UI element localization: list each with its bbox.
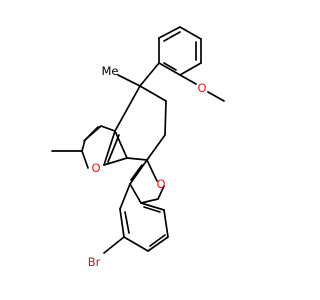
bond xyxy=(146,159,158,182)
bond xyxy=(103,157,128,166)
bond xyxy=(83,126,99,142)
bond xyxy=(114,130,128,159)
quaternary-methyl-label: Me xyxy=(102,64,119,78)
bond xyxy=(158,26,181,39)
bond xyxy=(149,234,166,247)
quaternary-methyl-group: Me xyxy=(102,64,141,87)
bond xyxy=(157,185,165,200)
benzofuran-oxygen-label: O xyxy=(156,177,165,191)
bond xyxy=(179,74,197,85)
bond xyxy=(139,85,167,102)
bond xyxy=(143,206,161,213)
bond xyxy=(103,236,125,254)
bond xyxy=(163,209,169,238)
bond xyxy=(163,62,177,71)
bond xyxy=(103,130,116,166)
bond xyxy=(114,85,141,132)
bond xyxy=(158,62,181,76)
bond xyxy=(179,62,202,76)
benzofuran-ring xyxy=(129,159,165,204)
bond xyxy=(163,31,181,42)
bond xyxy=(81,150,89,169)
bond xyxy=(164,100,167,136)
bond xyxy=(146,134,166,161)
bond xyxy=(179,26,202,40)
bond xyxy=(119,208,125,238)
bond xyxy=(207,91,225,102)
methylfuran-ring xyxy=(81,125,128,169)
bond xyxy=(147,236,169,252)
bromine-substituent: Br xyxy=(88,236,125,269)
bond xyxy=(129,159,148,185)
bond xyxy=(124,211,130,234)
furan-oxygen-label: O xyxy=(91,161,100,175)
methoxy-oxygen-label: O xyxy=(197,81,206,95)
methoxyphenyl-ring xyxy=(158,26,202,76)
bromobenzene-ring xyxy=(119,183,169,252)
bond xyxy=(126,157,148,161)
bond xyxy=(119,183,131,210)
bond xyxy=(107,134,120,163)
bond xyxy=(140,198,159,204)
bond xyxy=(130,164,143,181)
methoxy-group: O xyxy=(179,74,225,102)
bond xyxy=(123,236,149,252)
bond xyxy=(100,125,116,132)
bond xyxy=(140,202,165,211)
bond xyxy=(81,139,86,152)
bond xyxy=(117,74,141,87)
bond xyxy=(129,183,142,204)
bond xyxy=(139,62,160,87)
bromine-label: Br xyxy=(88,255,101,269)
cycloheptane-ring xyxy=(114,85,167,161)
molecule-structure: O Me O xyxy=(51,26,225,269)
